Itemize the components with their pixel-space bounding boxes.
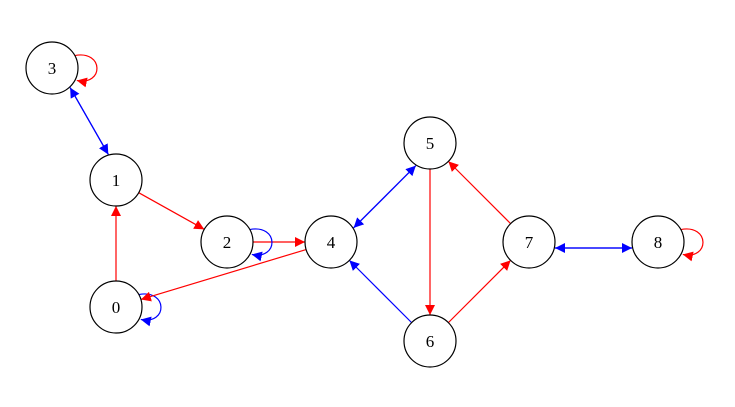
node-6: 6 bbox=[403, 314, 457, 368]
node-0: 0 bbox=[89, 280, 143, 334]
edge-3-to-3 bbox=[74, 54, 98, 88]
edge-5-to-4 bbox=[353, 165, 417, 229]
node-circle bbox=[89, 280, 143, 334]
node-label: 4 bbox=[327, 233, 336, 252]
node-5: 5 bbox=[403, 116, 457, 170]
edge-8-to-8 bbox=[680, 228, 704, 262]
edge-2-to-2 bbox=[249, 228, 273, 262]
node-label: 8 bbox=[654, 233, 663, 252]
edge-7-to-5 bbox=[447, 160, 512, 225]
node-label: 6 bbox=[426, 332, 435, 351]
node-8: 8 bbox=[631, 215, 685, 269]
nodes: 0 1 2 3 4 5 6 7 8 bbox=[25, 41, 685, 368]
node-circle bbox=[631, 215, 685, 269]
node-7: 7 bbox=[502, 215, 556, 269]
node-circle bbox=[403, 116, 457, 170]
node-label: 3 bbox=[48, 59, 57, 78]
node-label: 5 bbox=[426, 134, 435, 153]
edge-6-to-4 bbox=[348, 259, 413, 324]
node-label: 7 bbox=[525, 233, 534, 252]
node-circle bbox=[403, 314, 457, 368]
node-circle bbox=[304, 215, 358, 269]
edge-6-to-7 bbox=[447, 259, 512, 324]
node-3: 3 bbox=[25, 41, 79, 95]
edges bbox=[69, 54, 704, 327]
node-4: 4 bbox=[304, 215, 358, 269]
node-label: 0 bbox=[112, 298, 121, 317]
node-circle bbox=[502, 215, 556, 269]
edge-4-to-0 bbox=[140, 248, 307, 302]
node-circle bbox=[25, 41, 79, 95]
node-circle bbox=[89, 153, 143, 207]
node-1: 1 bbox=[89, 153, 143, 207]
edge-1-to-2 bbox=[138, 192, 205, 230]
node-label: 2 bbox=[223, 233, 232, 252]
node-label: 1 bbox=[112, 171, 121, 190]
node-circle bbox=[200, 215, 254, 269]
node-2: 2 bbox=[200, 215, 254, 269]
edge-3-to-1 bbox=[69, 87, 109, 155]
